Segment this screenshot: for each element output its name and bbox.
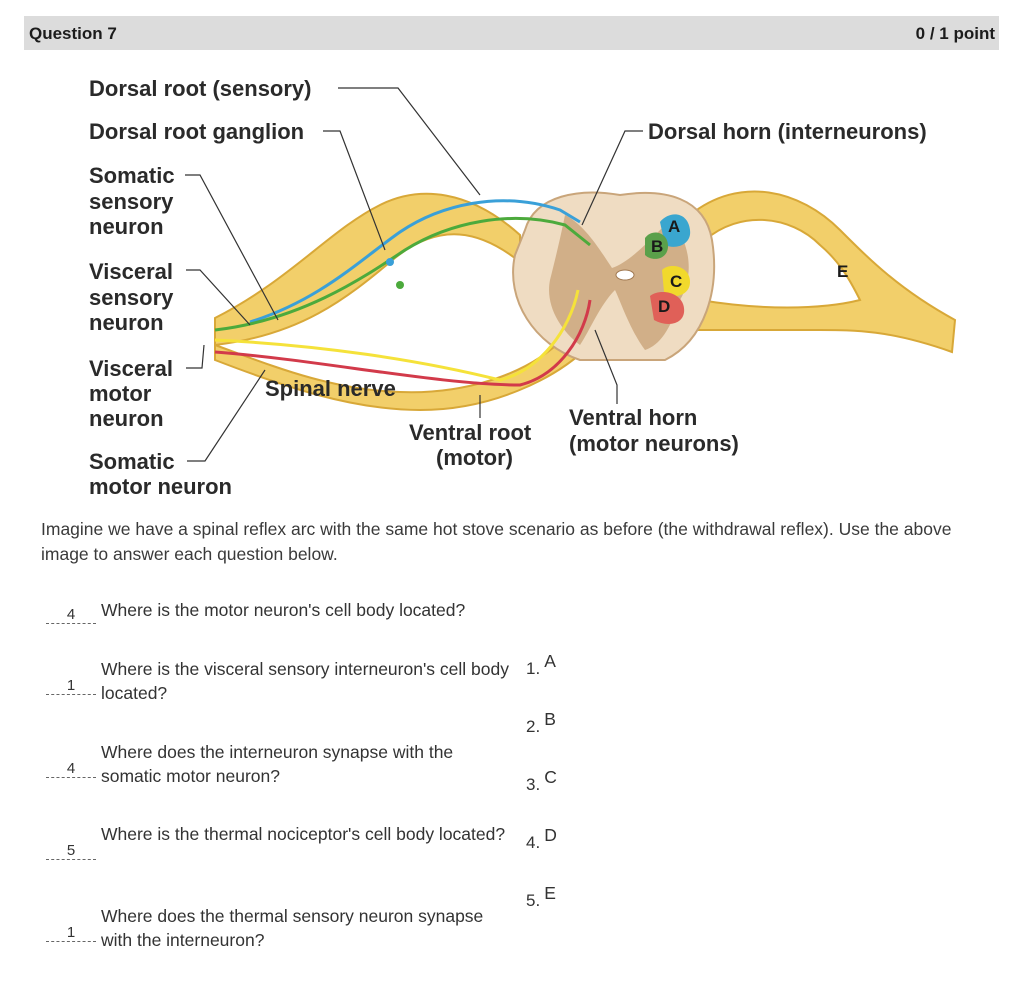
- answer-field-2[interactable]: 1: [46, 677, 96, 695]
- label-dorsal-horn: Dorsal horn (interneurons): [648, 119, 927, 144]
- label-visceral-motor-1: Visceral: [89, 356, 173, 381]
- region-c-label: C: [670, 272, 682, 291]
- red-neuron: [214, 299, 592, 387]
- label-visceral-motor-3: neuron: [89, 406, 164, 431]
- ganglion-cell-green: [396, 281, 404, 289]
- label-ventral-horn-2: (motor neurons): [569, 431, 739, 456]
- label-somatic-motor-1: Somatic: [89, 449, 175, 474]
- question-text-1: Where is the motor neuron's cell body lo…: [101, 600, 466, 620]
- option-5: 5.E: [526, 883, 556, 911]
- question-header: Question 7 0 / 1 point: [24, 16, 999, 50]
- label-visceral-motor-2: motor: [89, 381, 152, 406]
- option-number: 2.: [526, 717, 541, 736]
- blue-neuron: [249, 199, 581, 324]
- label-dorsal-root-ganglion: Dorsal root ganglion: [89, 119, 304, 144]
- option-letter: E: [544, 883, 556, 903]
- option-number: 4.: [526, 833, 541, 852]
- answer-field-1[interactable]: 4: [46, 606, 96, 624]
- region-c-shape: [662, 266, 690, 297]
- label-visceral-sensory-2: sensory: [89, 285, 174, 310]
- option-letter: A: [544, 651, 556, 671]
- question-text-4: Where is the thermal nociceptor's cell b…: [101, 824, 506, 844]
- leader-lines: [185, 87, 643, 462]
- question-title: Question 7: [29, 24, 117, 43]
- yellow-neuron: [214, 289, 580, 382]
- question-text-5: Where does the thermal sensory neuron sy…: [101, 906, 484, 950]
- region-b-shape: [645, 232, 668, 259]
- label-ventral-horn-1: Ventral horn: [569, 405, 697, 430]
- region-d-label: D: [658, 297, 670, 316]
- question-text-2: Where is the visceral sensory interneuro…: [101, 659, 509, 703]
- option-3: 3.C: [526, 767, 557, 795]
- question-text-3: Where does the interneuron synapse with …: [101, 742, 454, 786]
- match-row-4: 5 Where is the thermal nociceptor's cell…: [46, 822, 506, 874]
- option-letter: D: [544, 825, 557, 845]
- question-score: 0 / 1 point: [915, 24, 995, 43]
- spinal-cord-figure: A B C D E Dorsal root (sensory) Dorsal r…: [89, 76, 957, 499]
- label-ventral-root-2: (motor): [436, 445, 513, 470]
- option-2: 2.B: [526, 709, 556, 737]
- label-somatic-sensory-2: sensory: [89, 189, 174, 214]
- label-somatic-motor-2: motor neuron: [89, 474, 232, 499]
- label-visceral-sensory-1: Visceral: [89, 259, 173, 284]
- answer-field-4[interactable]: 5: [46, 842, 96, 860]
- region-b-label: B: [651, 237, 663, 256]
- answer-field-5[interactable]: 1: [46, 924, 96, 942]
- region-d-shape: [650, 292, 685, 324]
- green-neuron: [214, 216, 591, 332]
- label-somatic-sensory-3: neuron: [89, 214, 164, 239]
- answer-field-3[interactable]: 4: [46, 760, 96, 778]
- option-letter: C: [544, 767, 557, 787]
- central-canal: [615, 269, 635, 281]
- region-a-shape: [660, 214, 691, 247]
- label-somatic-sensory-1: Somatic: [89, 163, 175, 188]
- label-dorsal-root: Dorsal root (sensory): [89, 76, 312, 101]
- option-number: 5.: [526, 891, 541, 910]
- option-number: 3.: [526, 775, 541, 794]
- option-1: 1.A: [526, 651, 556, 679]
- ganglion-cell-blue: [386, 258, 394, 266]
- right-nerve-hole: [698, 219, 862, 309]
- option-4: 4.D: [526, 825, 557, 853]
- question-prompt: Imagine we have a spinal reflex arc with…: [41, 519, 952, 564]
- match-row-1: 4 Where is the motor neuron's cell body …: [46, 598, 506, 628]
- match-row-3: 4 Where does the interneuron synapse wit…: [46, 740, 506, 792]
- ventral-root: [214, 328, 592, 412]
- label-ventral-root-1: Ventral root: [409, 420, 532, 445]
- option-letter: B: [544, 709, 556, 729]
- label-visceral-sensory-3: neuron: [89, 310, 164, 335]
- region-a-label: A: [668, 217, 680, 236]
- match-row-2: 1 Where is the visceral sensory interneu…: [46, 657, 509, 709]
- option-number: 1.: [526, 659, 541, 678]
- label-spinal-nerve: Spinal nerve: [265, 376, 396, 401]
- region-e-label: E: [837, 262, 848, 281]
- match-row-5: 1 Where does the thermal sensory neuron …: [46, 904, 506, 956]
